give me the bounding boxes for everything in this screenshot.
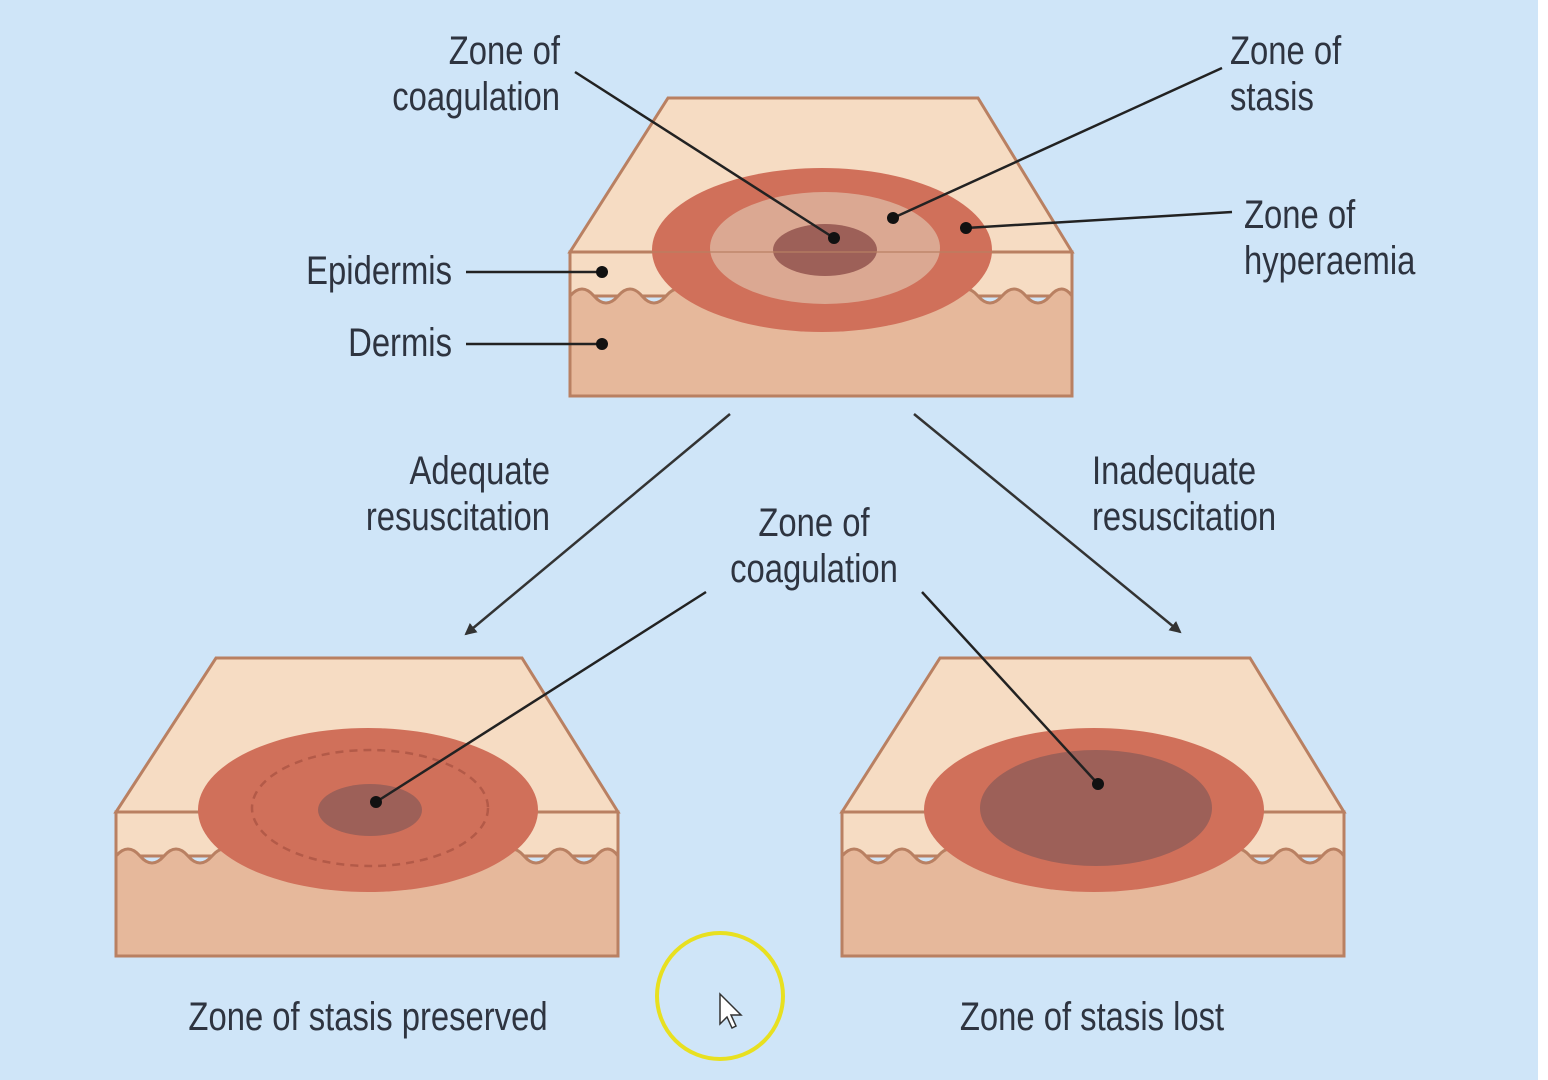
label-line: coagulation <box>392 75 560 119</box>
dot-stasis <box>887 212 899 224</box>
label-line: Zone of <box>1244 193 1356 237</box>
label-line: Adequate <box>409 449 550 493</box>
dot-dermis <box>596 338 608 350</box>
label-line: coagulation <box>730 547 898 591</box>
right-zone-coagulation-expanded <box>980 750 1212 866</box>
bottom-leader-lines <box>370 590 1104 808</box>
dot-coagulation-left <box>370 796 382 808</box>
arrow-adequate <box>464 413 731 636</box>
label-line: Inadequate <box>1092 449 1257 493</box>
leader-hyperaemia <box>965 210 1233 230</box>
dot-hyperaemia <box>960 222 972 234</box>
label-line: stasis <box>1230 75 1314 119</box>
cursor-ring <box>655 931 785 1061</box>
label-zone-of-coagulation-top: Zone of coagulation <box>314 28 560 120</box>
label-inadequate-resuscitation: Inadequate resuscitation <box>1092 448 1338 540</box>
label-zone-of-hyperaemia: Zone of hyperaemia <box>1244 192 1457 284</box>
left-zone-stasis-preserved-outline <box>250 748 490 868</box>
top-leader-lines <box>466 66 1233 350</box>
label-line: Zone of <box>758 501 870 545</box>
leader-coagulation-top <box>574 70 835 240</box>
label-line: Epidermis <box>306 249 452 293</box>
caption-zone-of-stasis-lost: Zone of stasis lost <box>887 994 1297 1040</box>
mouse-pointer-icon <box>719 992 743 1030</box>
arrow-inadequate <box>913 413 1182 634</box>
label-dermis: Dermis <box>229 320 452 366</box>
label-line: Zone of <box>448 29 560 73</box>
bottom-right-skin-block <box>839 656 1347 958</box>
dot-coagulation-top <box>828 232 840 244</box>
top-skin-block <box>567 96 1075 398</box>
leader-coagulation-left <box>375 590 707 804</box>
leader-stasis <box>892 66 1223 220</box>
left-zone-coagulation <box>318 784 422 836</box>
label-line: Dermis <box>348 321 452 365</box>
label-line: resuscitation <box>365 495 550 539</box>
label-zone-of-coagulation-shared: Zone of coagulation <box>691 500 937 592</box>
caption-text: Zone of stasis lost <box>959 995 1225 1039</box>
label-line: resuscitation <box>1092 495 1277 539</box>
caption-zone-of-stasis-preserved: Zone of stasis preserved <box>163 994 573 1040</box>
window-edge-strip <box>1538 0 1548 1080</box>
caption-text: Zone of stasis preserved <box>188 995 548 1039</box>
dot-coagulation-right <box>1092 778 1104 790</box>
label-line: Zone of <box>1230 29 1342 73</box>
bottom-left-skin-block <box>113 656 621 958</box>
label-line: hyperaemia <box>1244 239 1416 283</box>
label-epidermis: Epidermis <box>229 248 452 294</box>
label-adequate-resuscitation: Adequate resuscitation <box>304 448 550 540</box>
leader-coagulation-right <box>921 591 1099 785</box>
outcome-arrows <box>464 413 1182 636</box>
dot-epidermis <box>596 266 608 278</box>
label-zone-of-stasis: Zone of stasis <box>1230 28 1410 120</box>
cursor-highlight <box>655 931 785 1061</box>
top-zone-coagulation <box>773 224 877 276</box>
